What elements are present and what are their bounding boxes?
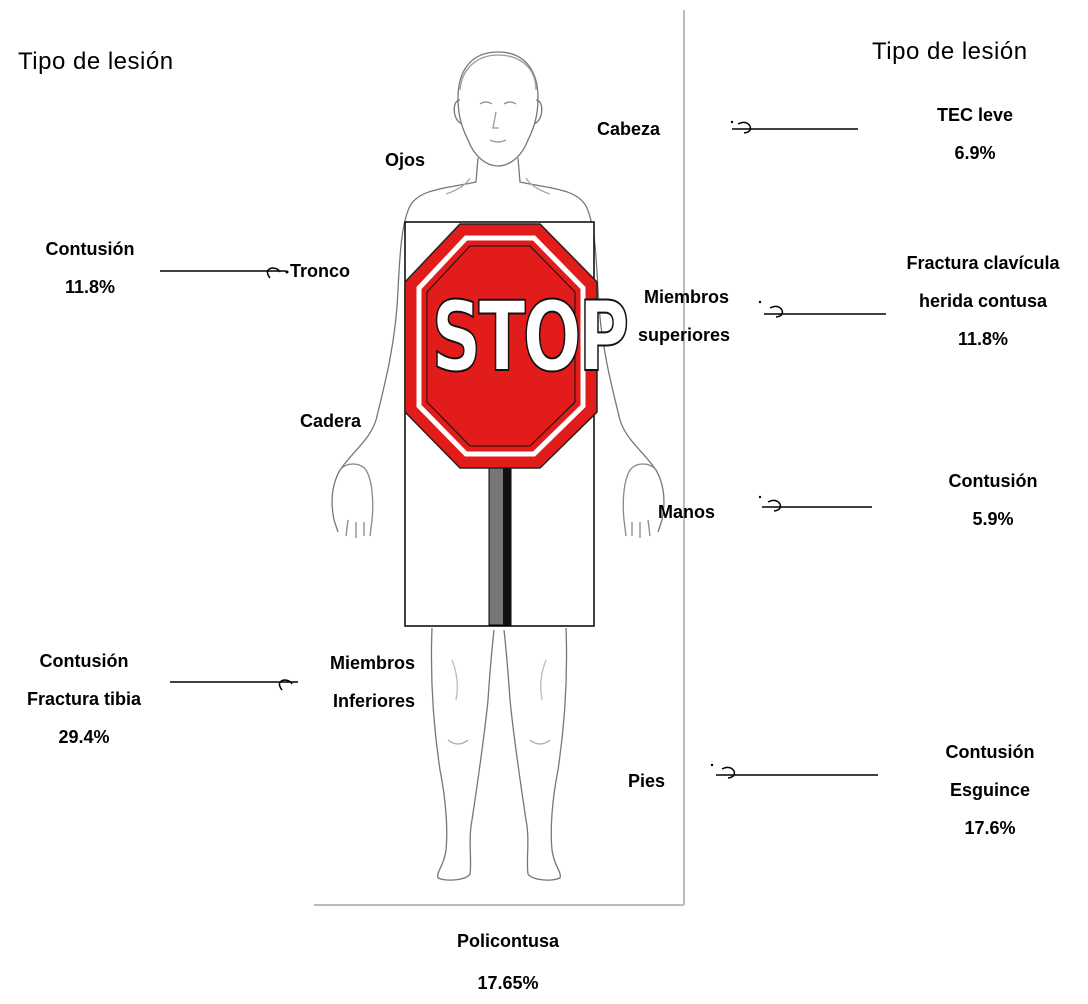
right-title: Tipo de lesión — [872, 38, 1028, 65]
body-part-miembros-inferiores-line-2: Inferiores — [333, 691, 416, 711]
body-part-miembros-superiores-line-2: superiores — [638, 325, 731, 345]
injury-miembros-superiores-value: 11.8% — [957, 329, 1009, 349]
hook-pies — [721, 766, 736, 779]
injury-tronco-value: 11.8% — [64, 277, 116, 297]
body-part-pies: Pies — [628, 771, 666, 791]
head-outline — [457, 51, 539, 167]
injury-cabeza-value: 6.9% — [954, 143, 996, 163]
body-part-miembros-superiores: Miembros superiores — [638, 278, 730, 354]
injury-tronco: Contusión 11.8% — [15, 230, 165, 306]
body-part-ojos: Ojos — [385, 150, 426, 170]
injury-general: Policontusa 17.65% — [418, 920, 598, 1004]
body-part-miembros-superiores-line-1: Miembros — [644, 287, 730, 307]
injury-general-value: 17.65% — [477, 973, 539, 993]
injury-cabeza: TEC leve 6.9% — [900, 96, 1050, 172]
injury-miembros-superiores-type-1: Fractura clavícula — [906, 253, 1060, 273]
hook-miembros-inferiores — [278, 679, 293, 691]
body-part-miembros-inferiores-line-1: Miembros — [330, 653, 416, 673]
injury-miembros-inferiores: Contusión Fractura tibia 29.4% — [4, 642, 164, 756]
injury-manos-value: 5.9% — [972, 509, 1014, 529]
injury-pies-type-2: Esguince — [949, 780, 1031, 800]
injury-miembros-inferiores-type-1: Contusión — [39, 651, 129, 671]
hook-tronco — [266, 267, 281, 279]
injury-pies-value: 17.6% — [964, 818, 1016, 838]
injury-miembros-inferiores-value: 29.4% — [58, 727, 110, 747]
body-part-cabeza: Cabeza — [597, 119, 661, 139]
body-part-miembros-inferiores: Miembros Inferiores — [330, 644, 415, 720]
injury-general-type: Policontusa — [456, 931, 559, 951]
left-title: Tipo de lesión — [18, 48, 174, 75]
injury-miembros-inferiores-type-2: Fractura tibia — [26, 689, 142, 709]
hook-miembros-superiores — [769, 305, 784, 318]
injury-pies-type-1: Contusión — [945, 742, 1035, 762]
injury-cabeza-type: TEC leve — [936, 105, 1014, 125]
stop-sign-octagon — [404, 223, 598, 469]
injury-miembros-superiores: Fractura clavícula herida contusa 11.8% — [878, 244, 1088, 358]
body-part-tronco: Tronco — [290, 261, 351, 281]
hook-cabeza — [737, 121, 752, 134]
human-body-figure — [331, 51, 665, 881]
injury-pies: Contusión Esguince 17.6% — [910, 733, 1070, 847]
injury-manos: Contusión 5.9% — [918, 462, 1068, 538]
injury-manos-type: Contusión — [948, 471, 1038, 491]
body-part-manos: Manos — [658, 502, 716, 522]
injury-tronco-type: Contusión — [45, 239, 135, 259]
body-part-cadera: Cadera — [300, 411, 362, 431]
hook-manos — [767, 499, 782, 512]
injury-miembros-superiores-type-2: herida contusa — [918, 291, 1048, 311]
